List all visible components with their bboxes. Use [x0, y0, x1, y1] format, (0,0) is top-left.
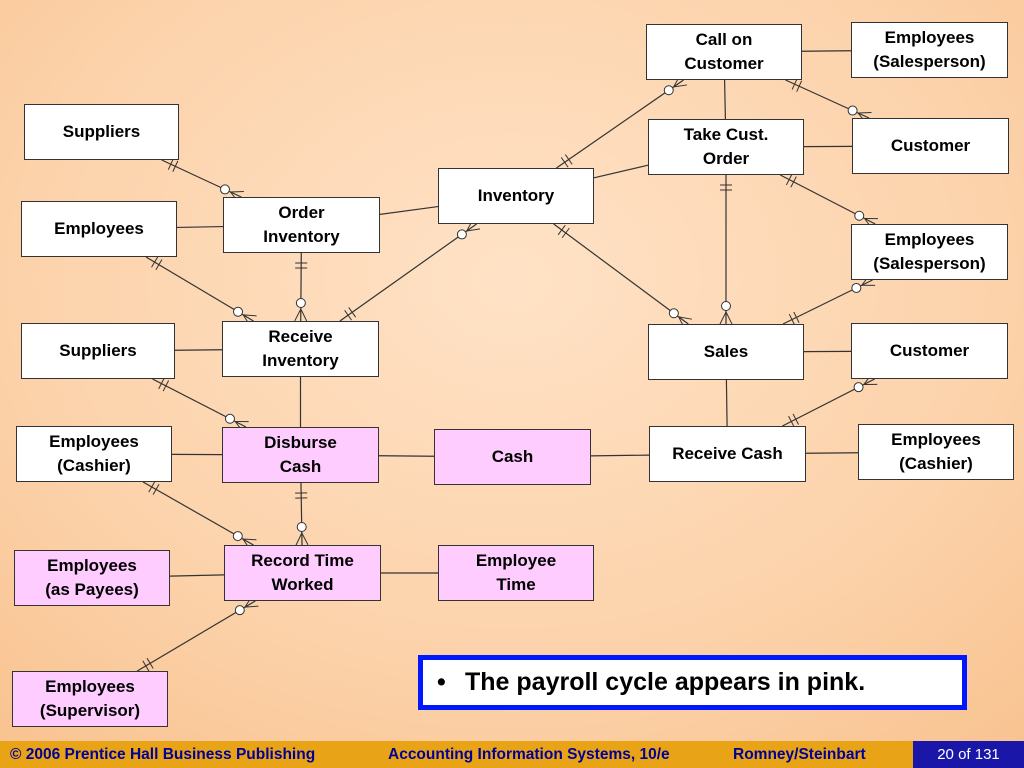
payroll-callout: • The payroll cycle appears in pink.	[418, 655, 967, 710]
entity-employees-salesperson-2: Employees (Salesperson)	[851, 224, 1008, 280]
entity-employees-cashier-left: Employees (Cashier)	[16, 426, 172, 482]
cardinality-circle	[233, 306, 244, 317]
cardinality-bar	[785, 174, 793, 186]
callout-text: The payroll cycle appears in pink.	[465, 668, 866, 696]
crows-foot-mark	[242, 538, 257, 541]
callout-bullet: •	[437, 668, 446, 696]
event-receive-inventory: Receive Inventory	[222, 321, 379, 377]
cardinality-bar	[560, 157, 569, 168]
cardinality-circle	[721, 301, 731, 311]
footer-bar: © 2006 Prentice Hall Business Publishing…	[0, 741, 1024, 768]
cardinality-circle	[851, 282, 862, 293]
cardinality-bar	[344, 310, 352, 321]
cardinality-bar	[142, 660, 150, 672]
relationship-line	[300, 482, 303, 546]
cardinality-bar	[564, 154, 573, 165]
event-receive-cash: Receive Cash	[649, 426, 806, 482]
crows-foot-mark	[725, 311, 733, 325]
crows-foot-mark	[300, 308, 308, 322]
resource-inventory: Inventory	[438, 168, 594, 224]
relationship-line	[593, 164, 649, 179]
crows-foot-mark	[294, 308, 302, 322]
relationship-line	[169, 574, 225, 577]
cardinality-circle	[219, 184, 230, 195]
relationship-line	[723, 79, 727, 120]
cardinality-bar	[146, 657, 154, 669]
cardinality-bar	[155, 259, 163, 271]
cardinality-bar	[788, 313, 796, 326]
cardinality-bar	[793, 311, 800, 323]
cardinality-bar	[791, 78, 798, 90]
event-call-on-customer: Call on Customer	[646, 24, 802, 80]
crows-foot-mark	[295, 532, 303, 546]
cardinality-bar	[151, 256, 159, 268]
cardinality-bar	[162, 380, 170, 392]
relationship-line	[553, 223, 689, 325]
event-record-time-worked: Record Time Worked	[224, 545, 381, 601]
cardinality-bar	[348, 307, 357, 318]
relationship-line	[176, 225, 224, 229]
cardinality-bar	[148, 481, 156, 493]
cardinality-circle	[847, 105, 858, 116]
cardinality-bar	[167, 158, 174, 170]
entity-customer-1: Customer	[852, 118, 1009, 174]
cardinality-circle	[668, 308, 679, 319]
crows-foot-mark	[719, 311, 727, 325]
entity-employees-1: Employees	[21, 201, 177, 257]
crows-foot-mark	[673, 84, 688, 88]
cardinality-circle	[232, 531, 243, 542]
cardinality-circle	[224, 413, 235, 424]
entity-suppliers-2: Suppliers	[21, 323, 175, 379]
relationship-line	[590, 454, 650, 457]
entity-suppliers-1: Suppliers	[24, 104, 179, 160]
cardinality-circle	[663, 85, 674, 96]
entity-employees-supervisor: Employees (Supervisor)	[12, 671, 168, 727]
cardinality-bar	[788, 415, 795, 428]
event-order-inventory: Order Inventory	[223, 197, 380, 253]
relationship-line	[556, 79, 684, 169]
entity-employees-cashier-right: Employees (Cashier)	[858, 424, 1014, 480]
cardinality-bar	[172, 160, 179, 172]
cardinality-circle	[853, 382, 864, 393]
cardinality-bar	[557, 224, 566, 236]
crows-foot-mark	[678, 316, 692, 320]
relationship-line	[379, 205, 439, 215]
crows-foot-mark	[301, 532, 309, 546]
cardinality-circle	[296, 522, 307, 533]
footer-copyright: © 2006 Prentice Hall Business Publishing	[10, 746, 316, 763]
footer-book-title: Accounting Information Systems, 10/e	[388, 746, 670, 763]
cardinality-bar	[152, 483, 160, 495]
cardinality-bar	[796, 80, 803, 92]
relationship-line	[725, 379, 728, 427]
entity-customer-2: Customer	[851, 323, 1008, 379]
cardinality-circle	[295, 298, 306, 309]
resource-employee-time: Employee Time	[438, 545, 594, 601]
entity-employees-as-payees: Employees (as Payees)	[14, 550, 170, 606]
event-take-cust-order: Take Cust. Order	[648, 119, 804, 175]
cardinality-circle	[234, 605, 245, 616]
event-disburse-cash: Disburse Cash	[222, 427, 379, 483]
cardinality-bar	[158, 378, 165, 390]
crows-foot-mark	[243, 314, 257, 317]
crows-foot-mark	[466, 228, 481, 232]
relationship-line	[378, 455, 435, 457]
crows-foot-mark	[244, 605, 259, 608]
event-sales: Sales	[648, 324, 804, 380]
footer-authors: Romney/Steinbart	[733, 746, 866, 763]
cardinality-circle	[456, 229, 467, 240]
cardinality-bar	[790, 176, 797, 188]
resource-cash: Cash	[434, 429, 591, 485]
cardinality-circle	[854, 210, 865, 221]
cardinality-bar	[792, 413, 799, 425]
entity-employees-salesperson-1: Employees (Salesperson)	[851, 22, 1008, 78]
relationship-line	[339, 223, 477, 322]
cardinality-bar	[561, 227, 570, 239]
page-number: 20 of 131	[913, 741, 1024, 768]
